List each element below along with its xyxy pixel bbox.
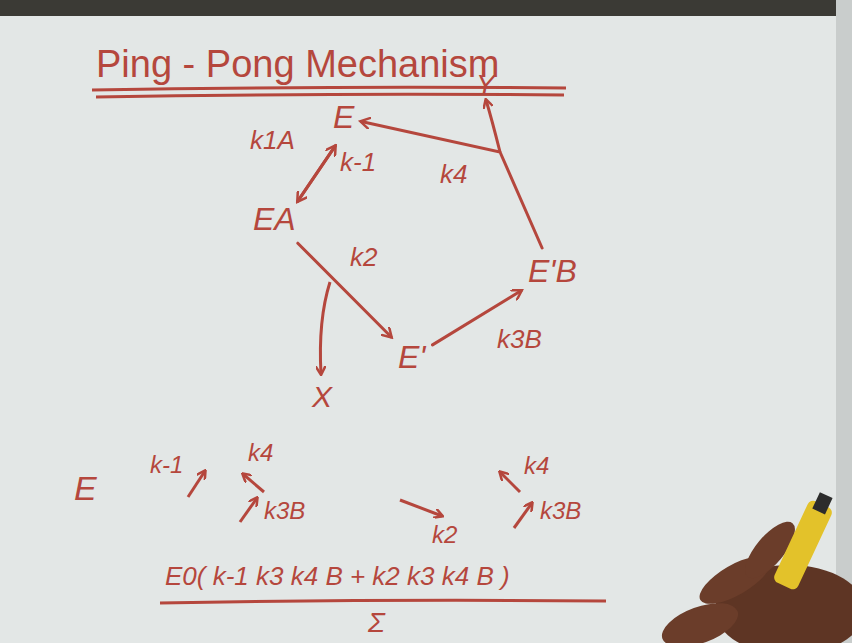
product-arrow xyxy=(486,100,500,152)
presenter-hand xyxy=(656,492,852,643)
state-label: E' xyxy=(398,339,425,375)
board-edge xyxy=(836,0,852,643)
state-label: EA xyxy=(253,201,296,237)
modified-enzyme: E' xyxy=(395,338,428,377)
rate-constant: k3B xyxy=(540,498,581,524)
state-label: E'B xyxy=(528,253,577,289)
hand-finger xyxy=(656,594,743,643)
state-label: E xyxy=(333,99,354,135)
reaction-arrow xyxy=(361,122,542,249)
pattern-arrow xyxy=(400,500,442,516)
modified-complex: E'B xyxy=(525,252,580,291)
product-arrow xyxy=(320,282,330,374)
product-label: Y xyxy=(476,70,495,101)
rate-constant: k4 xyxy=(524,453,549,479)
board-title: Ping - Pong Mechanism xyxy=(96,44,499,86)
rate-constant: k3B xyxy=(264,498,305,524)
enzyme-label: E xyxy=(74,470,97,507)
rate-constant: k4 xyxy=(248,440,273,466)
pattern-arrow xyxy=(500,472,520,492)
rate-numerator: E0( k-1 k3 k4 B + k2 k3 k4 B ) xyxy=(165,562,510,591)
board-frame xyxy=(0,0,852,16)
title-underline xyxy=(92,87,566,90)
pattern-arrow xyxy=(514,503,532,528)
rate-constant: k-1 xyxy=(150,452,183,478)
enzyme-state: E xyxy=(330,98,357,137)
pattern-arrow xyxy=(243,474,264,492)
rate-constant: k-1 xyxy=(340,148,376,177)
product-label: X xyxy=(312,380,332,413)
pattern-arrow xyxy=(188,471,205,497)
pattern-arrow xyxy=(240,498,257,522)
rate-constant: k1A xyxy=(250,126,295,155)
rate-constant: k3B xyxy=(497,325,542,354)
reaction-arrow xyxy=(298,146,335,201)
marker-tip xyxy=(812,492,832,514)
fraction-bar xyxy=(160,600,606,603)
rate-constant: k2 xyxy=(432,522,457,548)
reaction-arrow xyxy=(298,146,335,201)
rate-constant: k2 xyxy=(350,243,377,272)
enzyme-complex: EA xyxy=(250,200,299,239)
rate-denominator: Σ xyxy=(368,608,385,639)
reaction-arrow xyxy=(298,243,391,337)
rate-constant: k4 xyxy=(440,160,467,189)
